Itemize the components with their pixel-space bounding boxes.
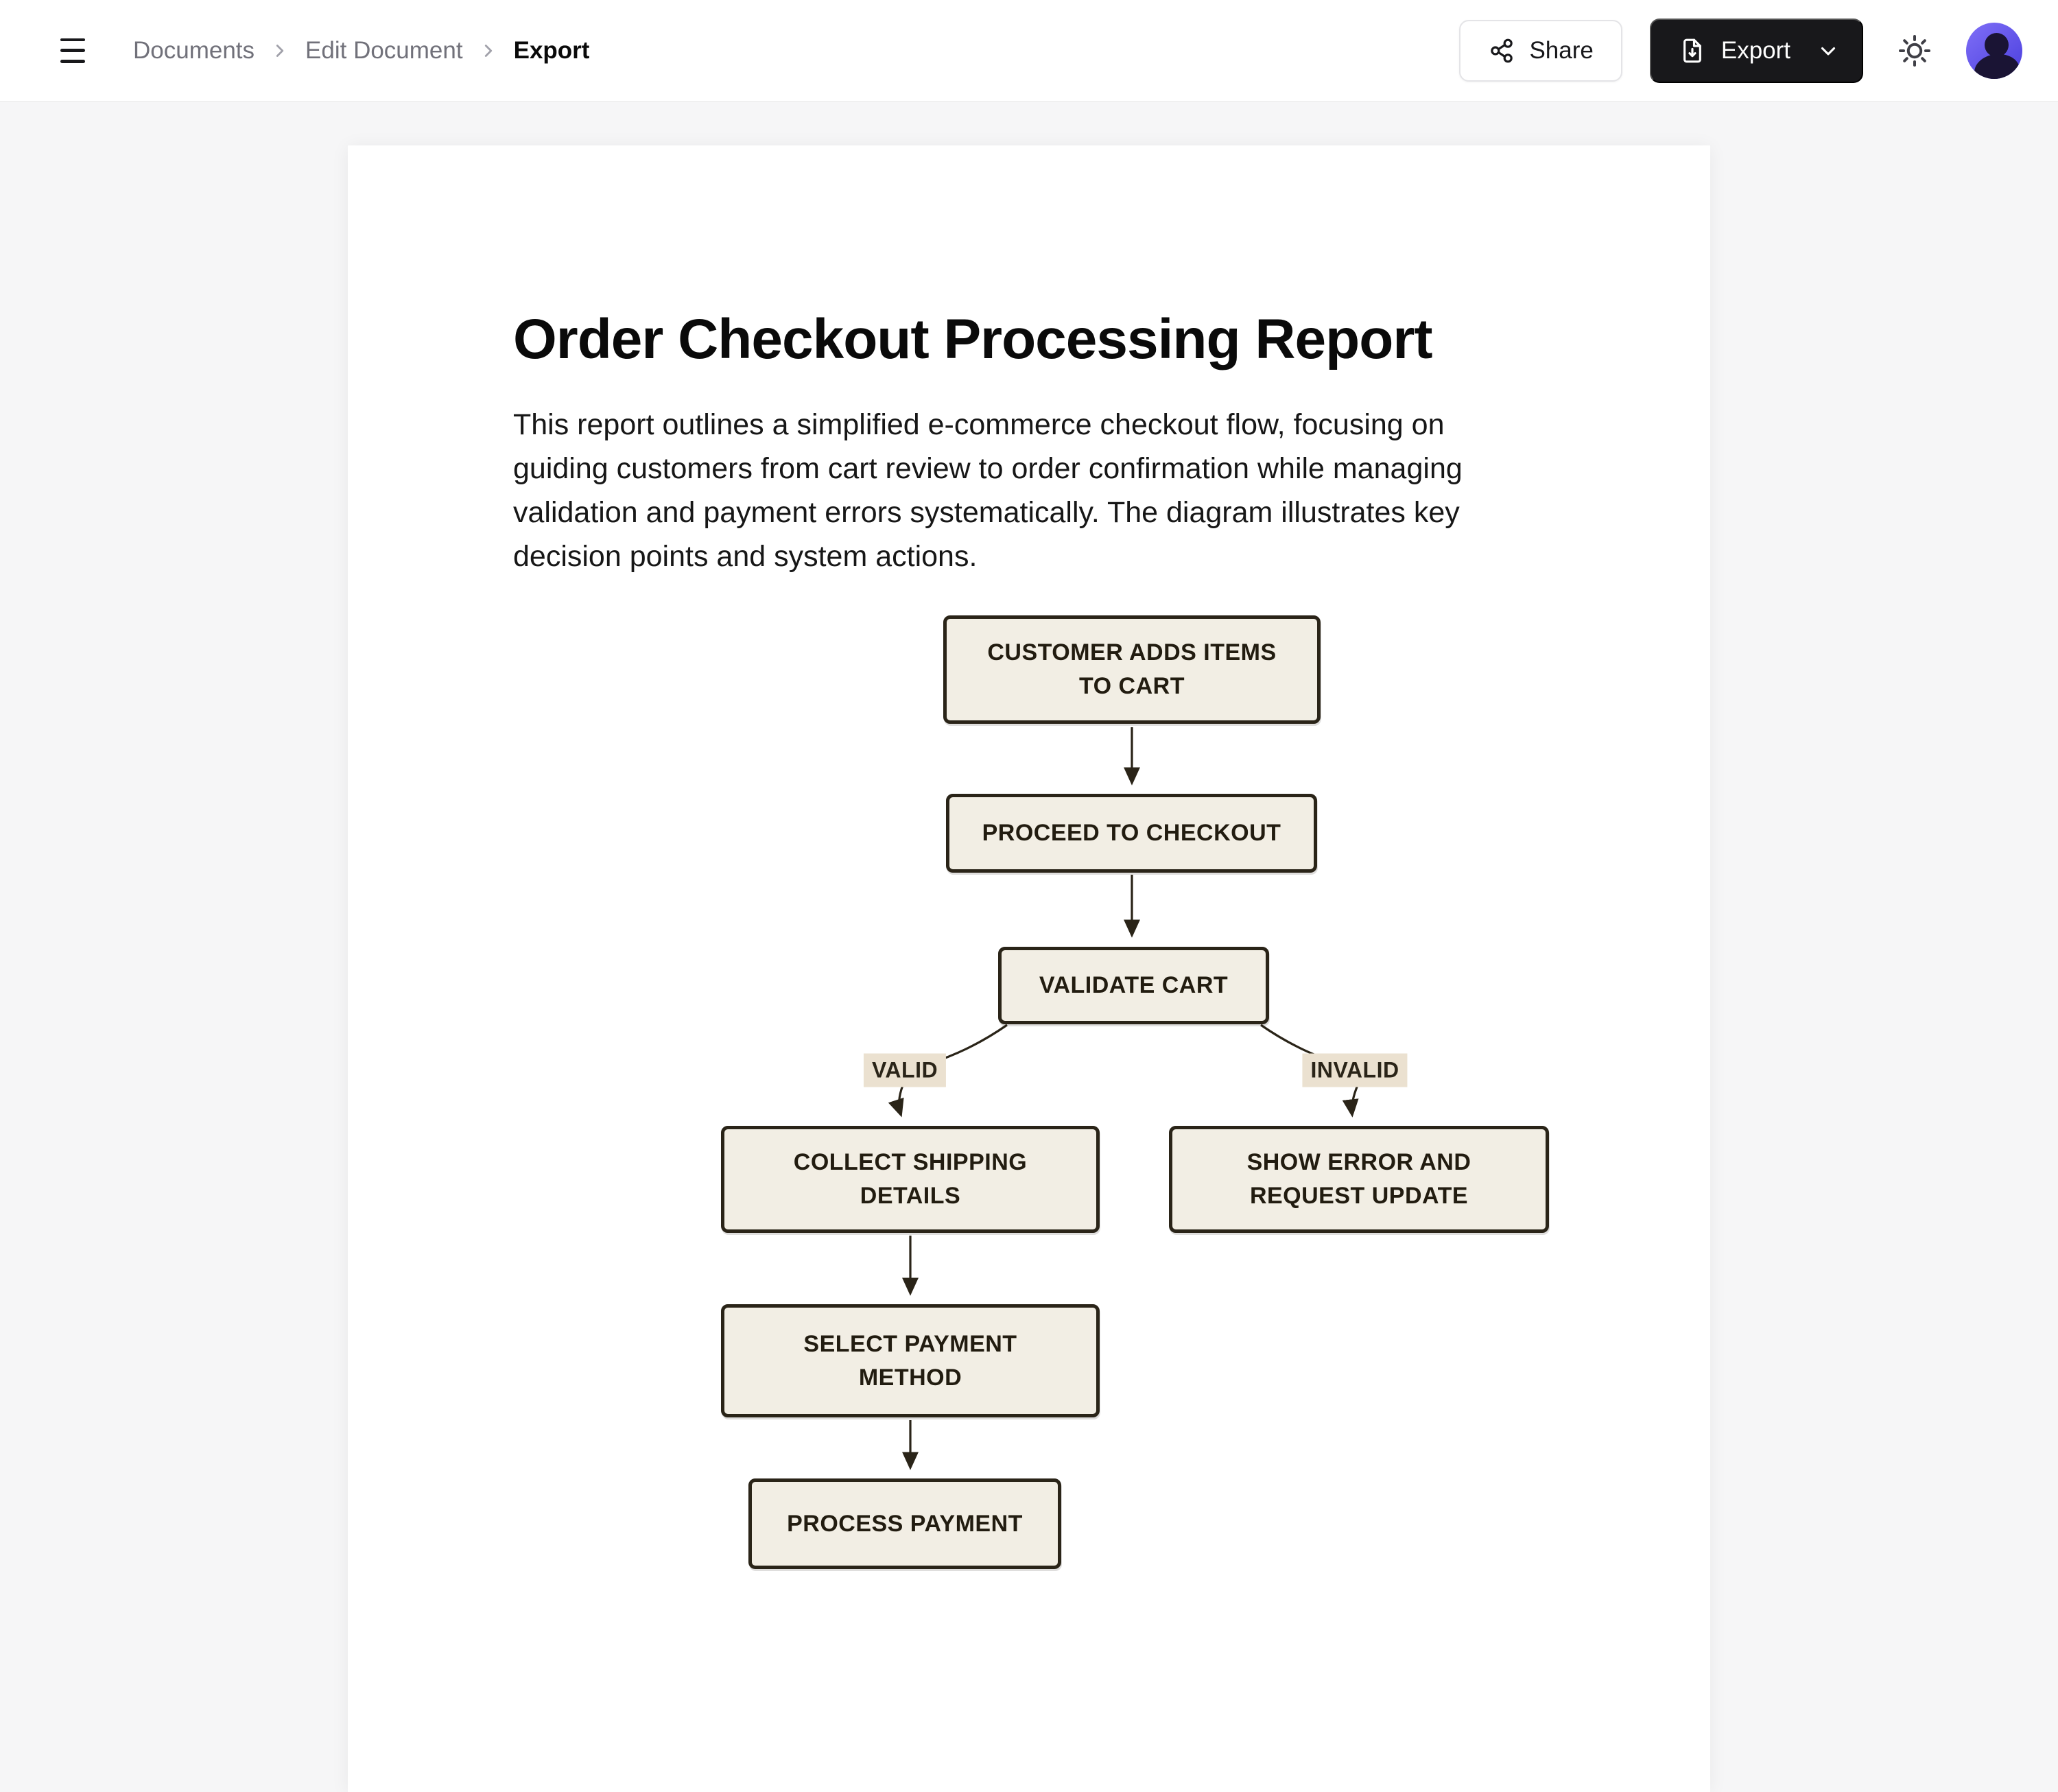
node-label-line: PROCESS PAYMENT	[787, 1510, 1023, 1537]
edge-validate-to-valid-label	[937, 1024, 1008, 1062]
breadcrumb: Documents Edit Document Export	[133, 37, 589, 64]
document-page: Order Checkout Processing Report This re…	[348, 145, 1710, 1792]
flowchart-node-validate-cart: VALIDATE CART	[998, 947, 1269, 1024]
flowchart-node-show-error: SHOW ERROR AND REQUEST UPDATE	[1169, 1126, 1549, 1233]
user-avatar[interactable]	[1966, 22, 2022, 79]
paragraph-line: guiding customers from cart review to or…	[513, 452, 1463, 485]
node-label-line: REQUEST UPDATE	[1249, 1183, 1469, 1209]
paragraph-line: This report outlines a simplified e-comm…	[513, 408, 1445, 441]
chevron-right-icon	[270, 40, 290, 61]
file-download-icon	[1679, 37, 1706, 64]
menu-icon[interactable]	[60, 38, 88, 63]
node-label-line: COLLECT SHIPPING	[793, 1149, 1028, 1175]
flowchart-node-process-payment: PROCESS PAYMENT	[748, 1478, 1061, 1569]
edge-invalid-to-error	[1342, 1085, 1359, 1118]
edge-label-invalid: INVALID	[1302, 1053, 1408, 1087]
node-label-line: VALIDATE CART	[1039, 972, 1229, 998]
node-label-line: PROCEED TO CHECKOUT	[982, 820, 1281, 846]
flowchart-node-proceed-to-checkout: PROCEED TO CHECKOUT	[946, 794, 1317, 873]
edge-label-valid: VALID	[863, 1053, 947, 1087]
page-title: Order Checkout Processing Report	[513, 308, 1433, 370]
node-label-line: CUSTOMER ADDS ITEMS	[987, 639, 1277, 665]
breadcrumb-item-export: Export	[513, 36, 590, 64]
share-button-label: Share	[1529, 36, 1594, 64]
navbar-actions: Share Export	[1459, 18, 2022, 83]
edge-valid-to-collect	[888, 1085, 904, 1118]
theme-toggle[interactable]	[1891, 27, 1939, 75]
node-label-line: SELECT PAYMENT	[803, 1330, 1017, 1357]
breadcrumb-item-documents[interactable]: Documents	[133, 36, 255, 64]
node-label-line: TO CART	[1079, 673, 1185, 699]
share-button[interactable]: Share	[1459, 19, 1622, 82]
flowchart-node-collect-shipping: COLLECT SHIPPING DETAILS	[721, 1126, 1100, 1233]
sun-icon	[1898, 34, 1931, 67]
breadcrumb-item-edit-document[interactable]: Edit Document	[305, 36, 463, 64]
flowchart-node-customer-adds-items: CUSTOMER ADDS ITEMS TO CART	[943, 615, 1321, 724]
paragraph-line: decision points and system actions.	[513, 540, 978, 573]
share-nodes-icon	[1488, 37, 1515, 64]
chevron-down-icon	[1817, 39, 1840, 62]
node-label-line: DETAILS	[860, 1183, 961, 1209]
document-intro-paragraph: This report outlines a simplified e-comm…	[513, 403, 1556, 578]
paragraph-line: validation and payment errors systematic…	[513, 496, 1460, 529]
node-label-line: SHOW ERROR AND	[1246, 1149, 1471, 1175]
top-navbar: Documents Edit Document Export Share	[0, 0, 2058, 102]
flowchart-node-select-payment: SELECT PAYMENT METHOD	[721, 1304, 1100, 1417]
node-label-line: METHOD	[858, 1364, 962, 1391]
chevron-right-icon	[478, 40, 499, 61]
export-button[interactable]: Export	[1649, 18, 1863, 83]
export-button-label: Export	[1720, 36, 1790, 64]
